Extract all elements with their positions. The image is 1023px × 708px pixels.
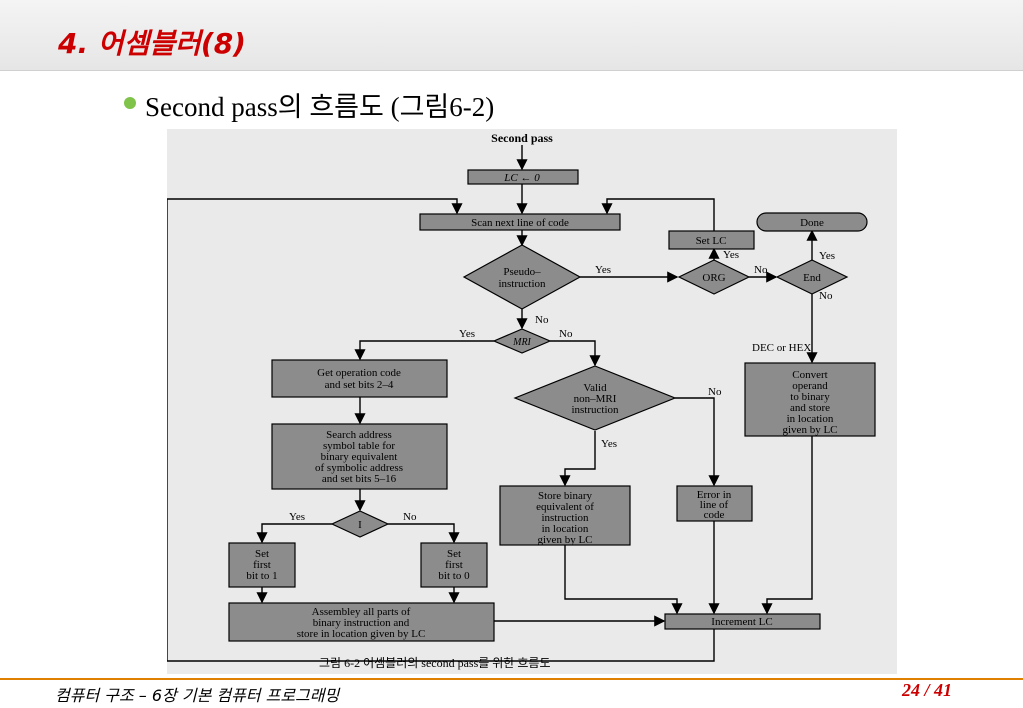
done-label: Done <box>800 217 824 229</box>
indirect-label: I <box>358 519 362 531</box>
figure-caption: 그림 6-2 어셈블러의 second pass를 위한 흐름도 <box>319 656 551 670</box>
search-line-5: and set bits 5–16 <box>322 473 397 485</box>
convert-line-1: Convert <box>792 369 827 381</box>
end-label: End <box>803 272 821 284</box>
valid-yes-label: Yes <box>601 438 617 450</box>
convert-line-5: in location <box>787 413 834 425</box>
indirect-yes-label: Yes <box>289 511 305 523</box>
title-bar <box>0 0 1023 71</box>
set-bit-1-box <box>228 542 296 588</box>
slide-title: 4. 어셈블러(8) <box>58 27 246 60</box>
end-no-label: No <box>819 290 833 302</box>
get-op-line-1: Get operation code <box>317 367 401 379</box>
error-box <box>676 485 753 522</box>
set-bit-0-box <box>420 542 488 588</box>
search-line-3: binary equivalent <box>321 451 398 463</box>
valid-line-3: instruction <box>571 404 619 416</box>
pseudo-line-2: instruction <box>498 278 546 290</box>
store-line-1: Store binary <box>538 490 593 502</box>
error-line-3: code <box>704 509 725 521</box>
mri-label: MRI <box>512 337 531 348</box>
footer-course-title: 컴퓨터 구조 – 6장 기본 컴퓨터 프로그래밍 <box>55 686 340 705</box>
convert-line-4: and store <box>790 402 830 414</box>
store-line-3: instruction <box>541 512 589 524</box>
start-label: Second pass <box>491 131 553 145</box>
search-line-1: Search address <box>326 429 392 441</box>
org-yes-label: Yes <box>723 249 739 261</box>
assemble-line-2: binary instruction and <box>313 617 410 629</box>
set1-line-2: first <box>253 559 271 571</box>
error-line-1: Error in <box>697 489 732 501</box>
lc-init-label: LC ← 0 <box>503 172 540 184</box>
store-line-2: equivalent of <box>536 501 594 513</box>
scan-label: Scan next line of code <box>471 217 569 229</box>
assemble-line-3: store in location given by LC <box>297 628 426 640</box>
store-line-4: in location <box>542 523 589 535</box>
get-op-line-2: and set bits 2–4 <box>325 379 394 391</box>
store-line-5: given by LC <box>538 534 593 546</box>
get-opcode-box <box>271 359 448 398</box>
done-terminal <box>756 212 868 232</box>
valid-no-label: No <box>708 386 722 398</box>
bullet-text: Second pass의 흐름도 (그림6-2) <box>145 92 495 122</box>
increment-label: Increment LC <box>711 616 772 628</box>
valid-non-mri-decision <box>513 365 677 431</box>
valid-line-1: Valid <box>583 382 607 394</box>
set-lc-box <box>668 230 755 250</box>
set0-line-1: Set <box>447 548 461 560</box>
page-number: 24 / 41 <box>902 680 953 700</box>
pseudo-yes-label: Yes <box>595 264 611 276</box>
flowchart-figure: Second pass LC ← 0 Scan next line of cod… <box>167 129 897 674</box>
flowchart-diagram: Second pass LC ← 0 Scan next line of cod… <box>167 131 876 670</box>
search-address-box <box>271 423 448 490</box>
convert-line-6: given by LC <box>783 424 838 436</box>
lc-init-box <box>467 169 579 185</box>
indirect-no-label: No <box>403 511 417 523</box>
set1-line-3: bit to 1 <box>246 570 277 582</box>
set1-line-1: Set <box>255 548 269 560</box>
scan-box <box>419 213 621 231</box>
end-decision <box>775 259 849 295</box>
end-yes-label: Yes <box>819 250 835 262</box>
search-line-2: symbol table for <box>323 440 395 452</box>
dec-hex-label: DEC or HEX <box>752 342 811 354</box>
org-no-label: No <box>754 264 768 276</box>
assemble-box <box>228 602 495 642</box>
mri-yes-label: Yes <box>459 328 475 340</box>
convert-line-2: operand <box>792 380 828 392</box>
convert-line-3: to binary <box>790 391 830 403</box>
increment-lc-box <box>664 613 821 630</box>
org-label: ORG <box>702 272 725 284</box>
error-line-2: line of <box>700 499 729 511</box>
bullet-icon <box>124 97 136 109</box>
set0-line-2: first <box>445 559 463 571</box>
pseudo-line-1: Pseudo– <box>503 266 541 278</box>
valid-line-2: non–MRI <box>574 393 617 405</box>
store-binary-box <box>499 485 631 546</box>
indirect-decision <box>330 510 390 538</box>
mri-no-label: No <box>559 328 573 340</box>
pseudo-no-label: No <box>535 314 549 326</box>
pseudo-instruction-decision <box>462 244 582 310</box>
footer-divider <box>0 678 1023 680</box>
org-decision <box>677 259 751 295</box>
search-line-4: of symbolic address <box>315 462 403 474</box>
assemble-line-1: Assembley all parts of <box>312 606 411 618</box>
convert-operand-box <box>744 362 876 437</box>
set-lc-label: Set LC <box>696 235 727 247</box>
mri-decision <box>492 328 552 354</box>
set0-line-3: bit to 0 <box>438 570 470 582</box>
